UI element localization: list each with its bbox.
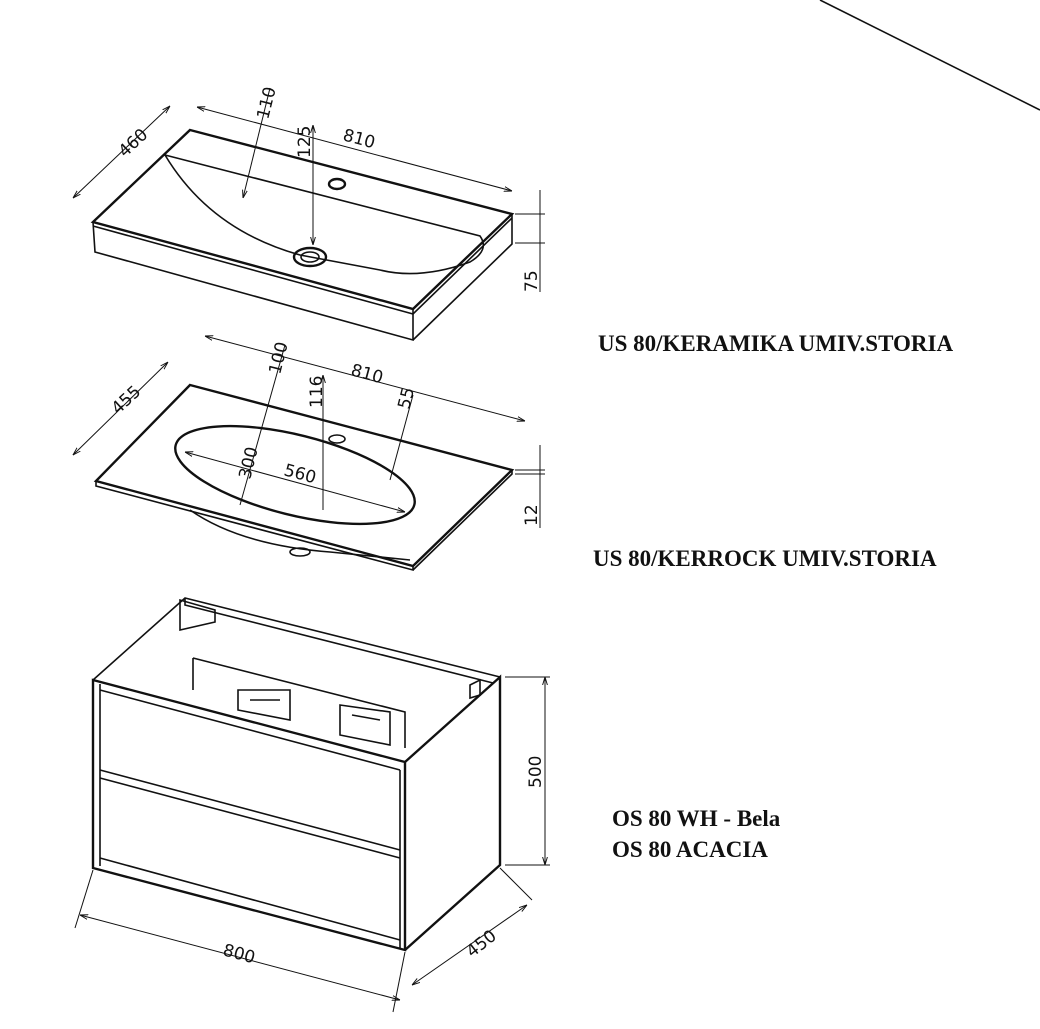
kerrock-basin-label: US 80/KERROCK UMIV.STORIA [593,546,937,571]
ceramic-basin-drawing: 460 810 110 125 75 [73,85,545,342]
dim-300: 300 [235,445,262,481]
dim-810-kerrock: 810 [349,361,386,389]
dim-455: 455 [108,382,145,419]
corner-line [819,0,1040,111]
ceramic-basin-label: US 80/KERAMIKA UMIV.STORIA [598,331,954,356]
dim-12: 12 [522,504,542,526]
dim-75: 75 [522,270,542,292]
kerrock-basin-drawing: 455 810 100 116 55 300 560 12 [73,336,545,572]
dim-500: 500 [526,756,546,788]
dim-110: 110 [253,85,280,121]
dim-100: 100 [265,340,292,376]
cabinet-drawing: 500 800 450 [74,597,550,1013]
dim-116: 116 [307,376,327,408]
dim-810: 810 [341,126,378,154]
dim-450: 450 [463,926,501,962]
dim-800: 800 [221,941,258,969]
dim-460: 460 [115,125,152,162]
dim-560: 560 [282,461,319,489]
cabinet-label-acacia: OS 80 ACACIA [612,837,768,862]
dim-55: 55 [394,385,419,411]
cabinet-label-white: OS 80 WH - Bela [612,806,781,831]
dim-125: 125 [295,126,315,158]
